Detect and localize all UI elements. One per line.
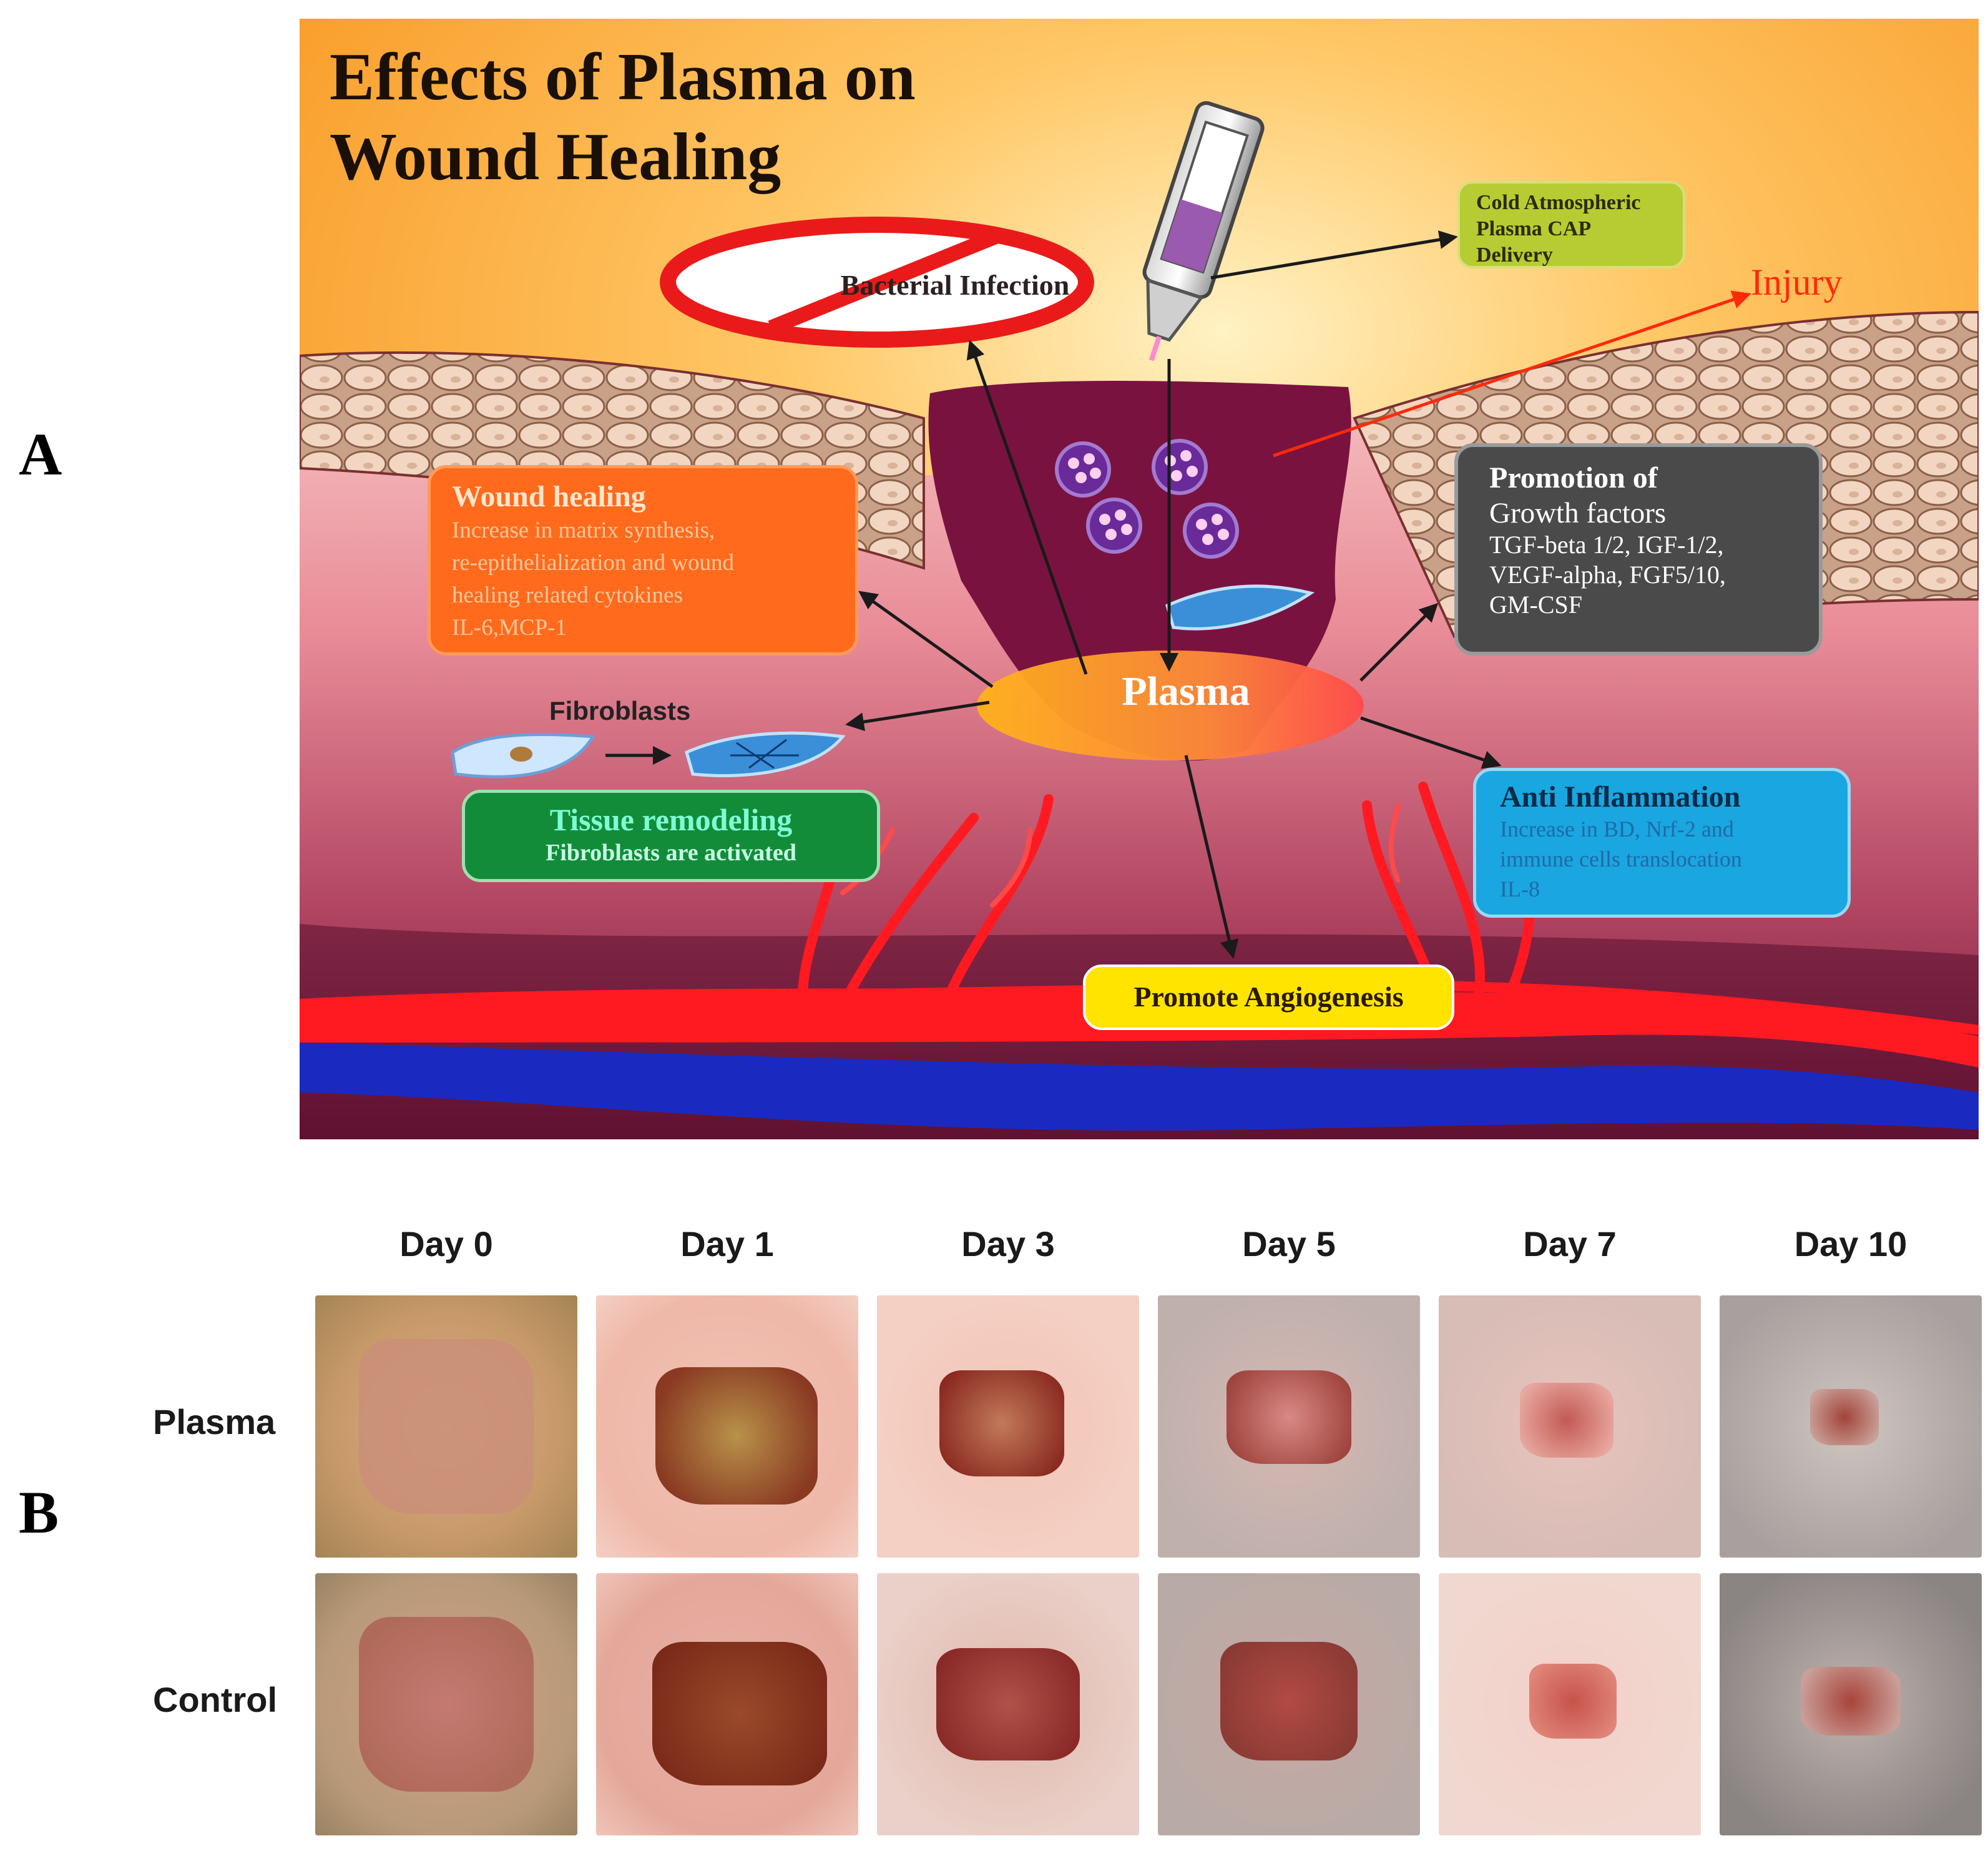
wound-healing-heading: Wound healing [452,480,646,513]
cap-line-2: Plasma CAP [1476,217,1592,240]
wound-photo [1439,1573,1701,1835]
row-label-plasma: Plasma [153,1402,276,1441]
bacterial-infection-label: Bacterial Infection [840,269,1070,301]
panel-letter-a: A [19,421,62,488]
illustration-background [300,19,1979,1139]
growth-factors-heading: Promotion of [1489,461,1658,494]
column-label-day-1: Day 1 [680,1224,774,1264]
wound-photo [877,1295,1139,1558]
wound-healing-line: IL-6,MCP-1 [452,615,567,641]
anti-inflammation-line: immune cells translocation [1500,847,1742,871]
angiogenesis-box: Promote Angiogenesis [1083,965,1454,1030]
anti-inflammation-line: IL-8 [1500,876,1540,901]
wound-photo [596,1295,858,1558]
cap-line-3: Delivery [1476,243,1553,267]
fibroblasts-label: Fibroblasts [549,696,691,725]
injury-label: Injury [1751,262,1843,303]
anti-inflammation-box: Anti Inflammation Increase in BD, Nrf-2 … [1473,768,1851,918]
growth-factors-line: VEGF-alpha, FGF5/10, [1489,561,1726,589]
panel-a-illustration: Effects of Plasma on Wound Healing Bacte… [300,19,1979,1139]
anti-inflammation-heading: Anti Inflammation [1500,780,1741,813]
wound-photo [1158,1573,1420,1835]
tissue-remodeling-box: Tissue remodeling Fibroblasts are activa… [462,790,880,882]
wound-photo [315,1295,577,1558]
anti-inflammation-line: Increase in BD, Nrf-2 and [1500,817,1734,842]
wound-photo [1720,1295,1982,1558]
cap-line-1: Cold Atmospheric [1476,191,1641,214]
column-label-day-0: Day 0 [399,1224,493,1264]
column-label-day-5: Day 5 [1242,1224,1336,1264]
plasma-label: Plasma [1122,669,1250,714]
row-label-control: Control [153,1680,278,1719]
tissue-remodeling-line: Fibroblasts are activated [546,840,796,866]
wound-photo [1720,1573,1982,1835]
panel-letter-b: B [19,1479,59,1546]
wound-photo [877,1573,1139,1835]
diagram-title: Effects of Plasma on Wound Healing [330,37,916,197]
tissue-remodeling-heading: Tissue remodeling [549,802,793,837]
wound-healing-line: Increase in matrix synthesis, [452,518,715,543]
wound-healing-line: re-epithelialization and wound [452,550,735,576]
wound-healing-box: Wound healing Increase in matrix synthes… [428,465,858,655]
title-line-2: Wound Healing [330,120,781,194]
wound-photo [1158,1295,1420,1558]
column-label-day-3: Day 3 [961,1224,1055,1264]
cap-delivery-box: Cold Atmospheric Plasma CAP Delivery [1457,181,1685,268]
growth-factors-subheading: Growth factors [1489,497,1667,529]
angiogenesis-label: Promote Angiogenesis [1134,981,1404,1013]
title-line-1: Effects of Plasma on [330,40,916,114]
wound-photo [1439,1295,1701,1558]
growth-factors-box: Promotion of Growth factors TGF-beta 1/2… [1454,443,1823,655]
wound-photo [315,1573,577,1835]
wound-healing-line: healing related cytokines [452,582,683,608]
growth-factors-line: TGF-beta 1/2, IGF-1/2, [1489,531,1724,559]
wound-photo [596,1573,858,1835]
column-label-day-10: Day 10 [1794,1224,1907,1264]
column-label-day-7: Day 7 [1523,1224,1617,1264]
growth-factors-line: GM-CSF [1489,591,1582,619]
